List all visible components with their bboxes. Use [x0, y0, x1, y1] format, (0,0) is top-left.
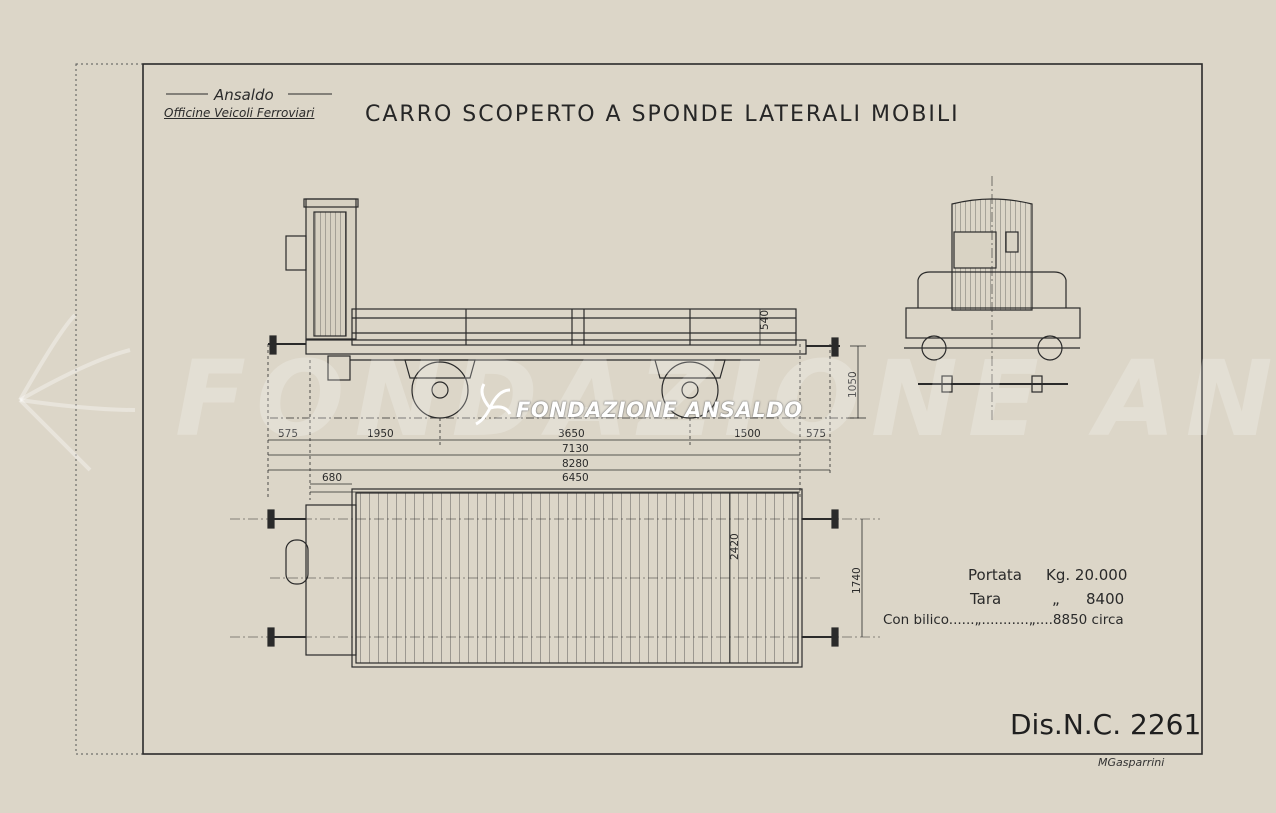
maker-division: Officine Veicoli Ferroviari	[164, 106, 315, 120]
portata-label: Portata	[968, 566, 1023, 584]
end-frame	[905, 307, 1081, 339]
dim-1950: 1950	[367, 428, 394, 440]
drawing-title: CARRO SCOPERTO A SPONDE LATERALI MOBILI	[365, 102, 960, 127]
dim-buffer-spacing: 1740	[851, 567, 863, 594]
dim-680: 680	[322, 472, 342, 484]
end-view	[904, 176, 1081, 420]
tara-label: Tara	[970, 590, 1002, 608]
dim-side-height: 540	[759, 310, 771, 330]
watermark-emblem-left	[18, 313, 136, 472]
dim-buffer-height: 1050	[847, 371, 859, 398]
dim-3650: 3650	[558, 428, 585, 440]
drawing-border	[142, 63, 1203, 755]
dim-1500: 1500	[734, 428, 761, 440]
dim-plan-width: 2420	[729, 533, 741, 560]
dim-575-left: 575	[278, 428, 298, 440]
side-board	[351, 308, 797, 346]
portata-value: Kg. 20.000	[1046, 566, 1128, 584]
watermark-label: FONDAZIONE ANSALDO	[516, 398, 803, 422]
dim-6450: 6450	[562, 472, 589, 484]
dim-575-right: 575	[806, 428, 826, 440]
bilico-line: Con bilico......„...........„....8850 ci…	[883, 612, 1124, 628]
signature: MGasparrini	[1098, 756, 1165, 769]
cabin-box	[285, 235, 307, 271]
dim-8280: 8280	[562, 458, 589, 470]
tara-ditto: „	[1052, 590, 1060, 608]
plan-view	[230, 488, 880, 668]
length-dimension-lines	[267, 344, 831, 500]
watermark-background-text: FONDAZIONE ANSALDO	[175, 338, 1276, 460]
tara-value: 8400	[1086, 590, 1125, 608]
height-dimensions	[759, 309, 866, 419]
drawing-number: Dis.N.C. 2261	[1010, 708, 1202, 741]
maker-name: Ansaldo	[214, 86, 274, 104]
watermark-logo-icon	[475, 383, 512, 426]
side-elevation	[268, 198, 860, 419]
dim-7130: 7130	[562, 443, 589, 455]
